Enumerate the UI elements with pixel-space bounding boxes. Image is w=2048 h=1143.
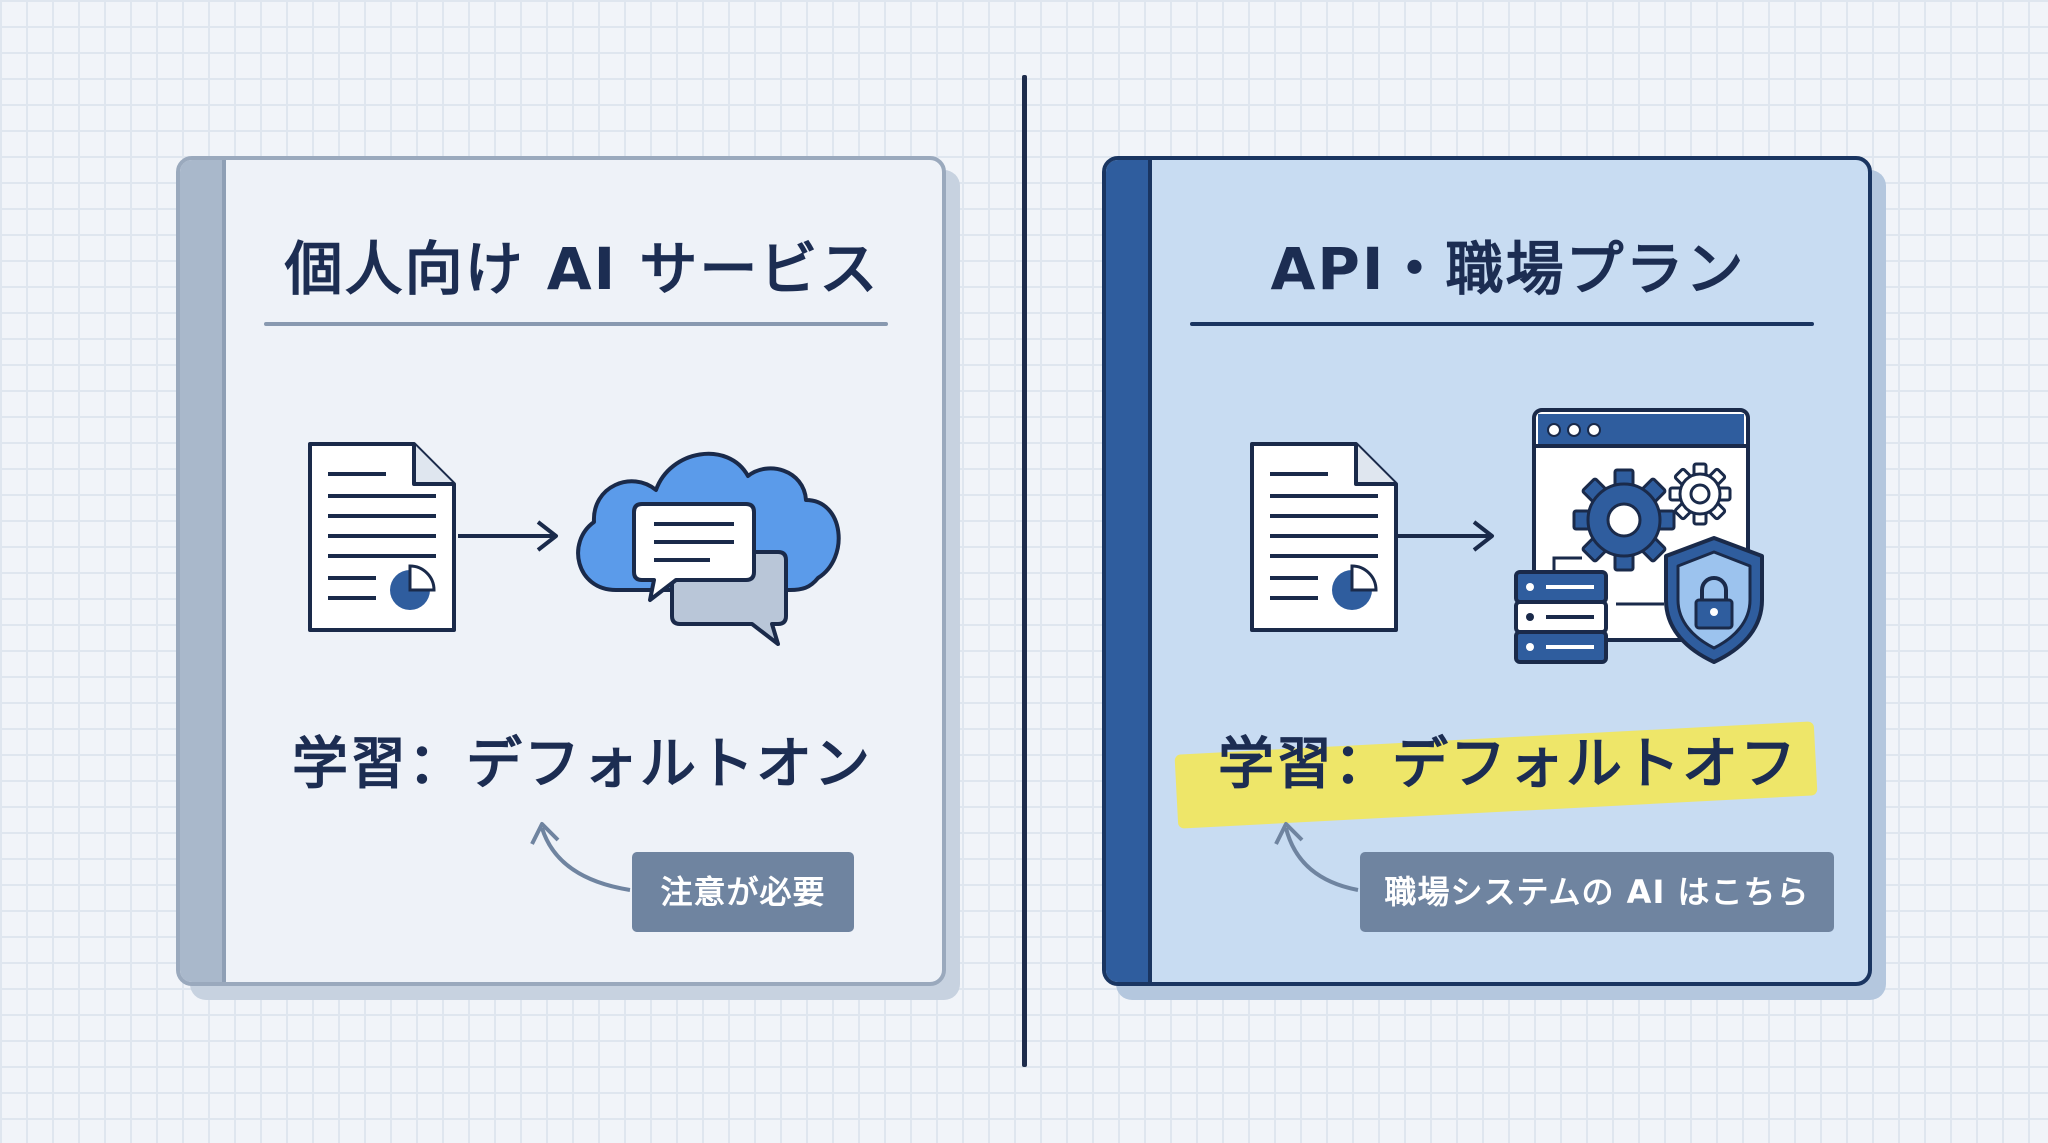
caution-badge: 注意が必要 [632,852,854,932]
cloud-chat-icon [576,451,841,646]
learning-status: 学習：デフォルトオン [292,732,872,797]
server-icon [1514,570,1608,664]
learning-status: 学習：デフォルトオフ [1218,732,1798,797]
pointer-arrow [1274,822,1359,892]
document-icon [1250,442,1398,632]
title-rule [264,322,888,326]
card-spine [1106,160,1152,982]
personal-flow-illustration [308,442,841,646]
pointer-arrow [530,822,631,892]
workplace-ai-badge: 職場システムの AI はこちら [1360,852,1834,932]
center-divider [1022,75,1027,1067]
card-title: API・職場プラン [1270,235,1746,303]
card-spine [180,160,226,982]
document-icon [308,442,456,632]
arrow-icon [1396,520,1494,552]
workplace-flow-illustration [1250,408,1764,664]
shield-lock-icon [1664,536,1764,664]
arrow-icon [458,520,558,552]
api-workplace-card: API・職場プラン [1102,156,1872,986]
title-rule [1190,322,1814,326]
card-title: 個人向け AI サービス [284,235,880,303]
personal-ai-card: 個人向け AI サービス [176,156,946,986]
